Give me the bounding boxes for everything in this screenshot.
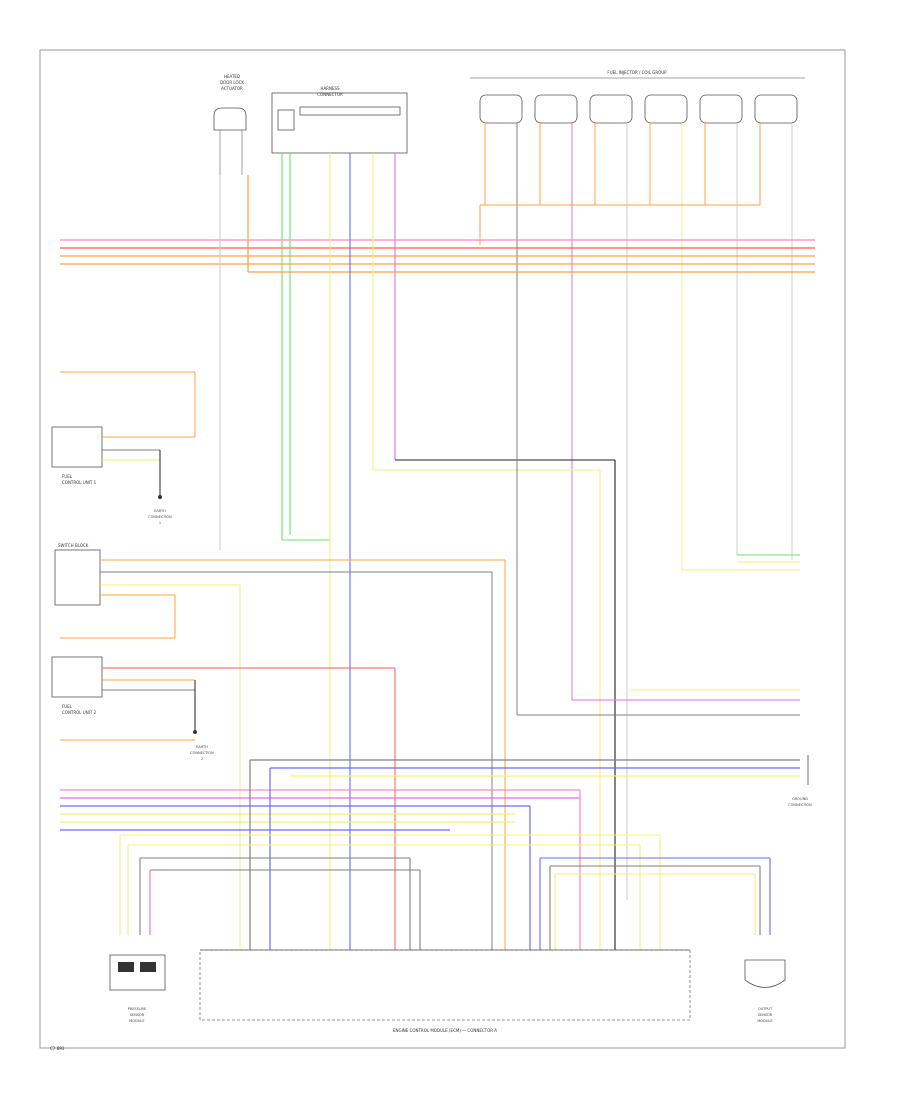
lower-bus (60, 755, 809, 950)
trunk-wires (516, 290, 800, 716)
left-ground-2: EARTH CONNECTION 2 (190, 730, 214, 761)
svg-text:PRESSURE: PRESSURE (128, 1007, 146, 1011)
svg-text:2: 2 (201, 757, 203, 761)
injector-group: FUEL INJECTOR / COIL GROUP (470, 70, 805, 124)
injector-3 (589, 94, 633, 124)
right-sensor-bottom: OUTPUT SENSOR MODULE (744, 959, 786, 1023)
harness-wires (219, 153, 616, 950)
svg-text:1: 1 (159, 521, 161, 525)
injector-6 (754, 94, 798, 124)
svg-text:CONTROL UNIT 1: CONTROL UNIT 1 (62, 480, 97, 485)
svg-text:FUEL: FUEL (62, 704, 73, 709)
left-switch-block: SWITCH BLOCK (54, 543, 506, 950)
svg-text:SENSOR: SENSOR (130, 1013, 145, 1017)
svg-text:SWITCH BLOCK: SWITCH BLOCK (58, 543, 89, 548)
svg-text:FUEL INJECTOR / COIL GROUP: FUEL INJECTOR / COIL GROUP (607, 70, 667, 75)
harness-connector: HARNESS CONNECTOR (271, 86, 408, 154)
main-ecu: ENGINE CONTROL MODULE (ECM) — CONNECTOR … (199, 949, 691, 1033)
injector-1 (479, 94, 523, 124)
left-sensor-bottom: PRESSURE SENSOR MODULE (109, 954, 166, 1023)
injector-4 (644, 94, 688, 124)
svg-text:DOOR LOCK: DOOR LOCK (220, 80, 244, 85)
svg-text:EARTH: EARTH (196, 745, 208, 749)
svg-text:ENGINE CONTROL MODULE (ECM) —: ENGINE CONTROL MODULE (ECM) — CONNECTOR … (393, 1028, 497, 1033)
svg-text:CONNECTION: CONNECTION (190, 751, 214, 755)
left-module-2: FUEL CONTROL UNIT 2 (51, 656, 396, 950)
right-ground: GROUND CONNECTION (788, 797, 812, 807)
diagram-border (39, 49, 846, 1049)
svg-text:CONTROL UNIT 2: CONTROL UNIT 2 (62, 710, 97, 715)
svg-text:HEATED: HEATED (224, 74, 240, 79)
svg-text:CONNECTION: CONNECTION (788, 803, 812, 807)
svg-text:EARTH: EARTH (154, 509, 166, 513)
page-code: C7 B93 (50, 1046, 65, 1051)
injector-wires (479, 123, 793, 900)
left-ground-1: EARTH CONNECTION 1 (148, 495, 172, 525)
svg-text:ACTUATOR: ACTUATOR (221, 86, 243, 91)
svg-text:MODULE: MODULE (757, 1019, 772, 1023)
svg-text:CONNECTION: CONNECTION (148, 515, 172, 519)
top-left-connector: HEATED DOOR LOCK ACTUATOR (213, 74, 247, 175)
svg-text:MODULE: MODULE (129, 1019, 144, 1023)
power-bus (60, 175, 815, 273)
svg-text:CONNECTOR: CONNECTOR (317, 92, 343, 97)
sensor-feeds (119, 834, 771, 950)
svg-text:SENSOR: SENSOR (758, 1013, 773, 1017)
left-module-1: FUEL CONTROL UNIT 1 (51, 371, 196, 495)
injector-2 (534, 94, 578, 124)
svg-text:OUTPUT: OUTPUT (758, 1007, 773, 1011)
svg-text:FUEL: FUEL (62, 474, 73, 479)
injector-5 (699, 94, 743, 124)
svg-text:GROUND: GROUND (792, 797, 808, 801)
svg-text:HARNESS: HARNESS (320, 86, 340, 91)
